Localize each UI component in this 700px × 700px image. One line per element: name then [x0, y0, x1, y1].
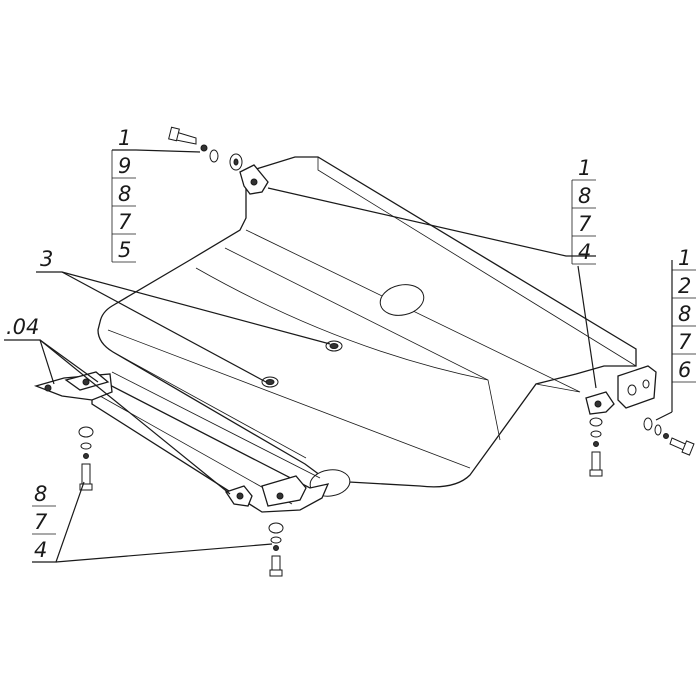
callout-bottom-left-item-2: 7 — [34, 510, 48, 534]
bolt-group-right-plate — [589, 417, 603, 477]
callout-top-left-item-1: 1 — [118, 126, 131, 150]
callout-top-left-item-3: 8 — [118, 182, 131, 206]
callout-top-right-item-3: 7 — [578, 212, 592, 236]
callout-far-right-item-5: 6 — [678, 358, 691, 382]
callout-far-right-item-2: 2 — [678, 274, 691, 298]
callout-top-right: 1 8 7 4 — [571, 156, 596, 265]
leader-lines — [4, 149, 673, 563]
callout-top-left: 1 9 8 7 5 — [111, 126, 136, 263]
round-opening-upper — [379, 284, 425, 316]
callout-far-right: 1 2 8 7 6 — [672, 246, 696, 383]
bolt-group-bottom-center — [268, 522, 284, 577]
callout-far-right-item-1: 1 — [678, 246, 691, 270]
bolt-group-bottom-left — [78, 426, 94, 491]
right-mounting-bracket — [617, 365, 657, 409]
callout-top-left-item-5: 5 — [118, 238, 131, 262]
bolt-group-top — [168, 126, 243, 171]
skid-plate-body — [97, 156, 637, 488]
callout-bottom-left: 8 7 4 — [32, 482, 56, 563]
callout-bottom-left-item-1: 8 — [34, 482, 47, 506]
callout-top-right-item-4: 4 — [578, 240, 591, 264]
callout-bottom-left-item-3: 4 — [34, 538, 47, 562]
callout-top-left-item-4: 7 — [118, 210, 132, 234]
callout-center-item: 3 — [40, 247, 53, 271]
right-plate-ear — [585, 391, 615, 415]
plug-hole-upper — [325, 340, 343, 352]
callout-far-right-item-4: 7 — [678, 330, 692, 354]
callout-left-item: .04 — [6, 315, 39, 339]
callout-center: 3 — [40, 247, 53, 271]
callout-left: .04 — [6, 315, 39, 339]
plug-hole-lower — [261, 376, 279, 388]
callout-top-left-item-2: 9 — [118, 154, 131, 178]
bolt-group-far-right — [643, 417, 695, 456]
callout-top-right-item-1: 1 — [578, 156, 591, 180]
callout-far-right-item-3: 8 — [678, 302, 691, 326]
callout-top-right-item-2: 8 — [578, 184, 591, 208]
cross-member-bracket — [33, 371, 330, 513]
